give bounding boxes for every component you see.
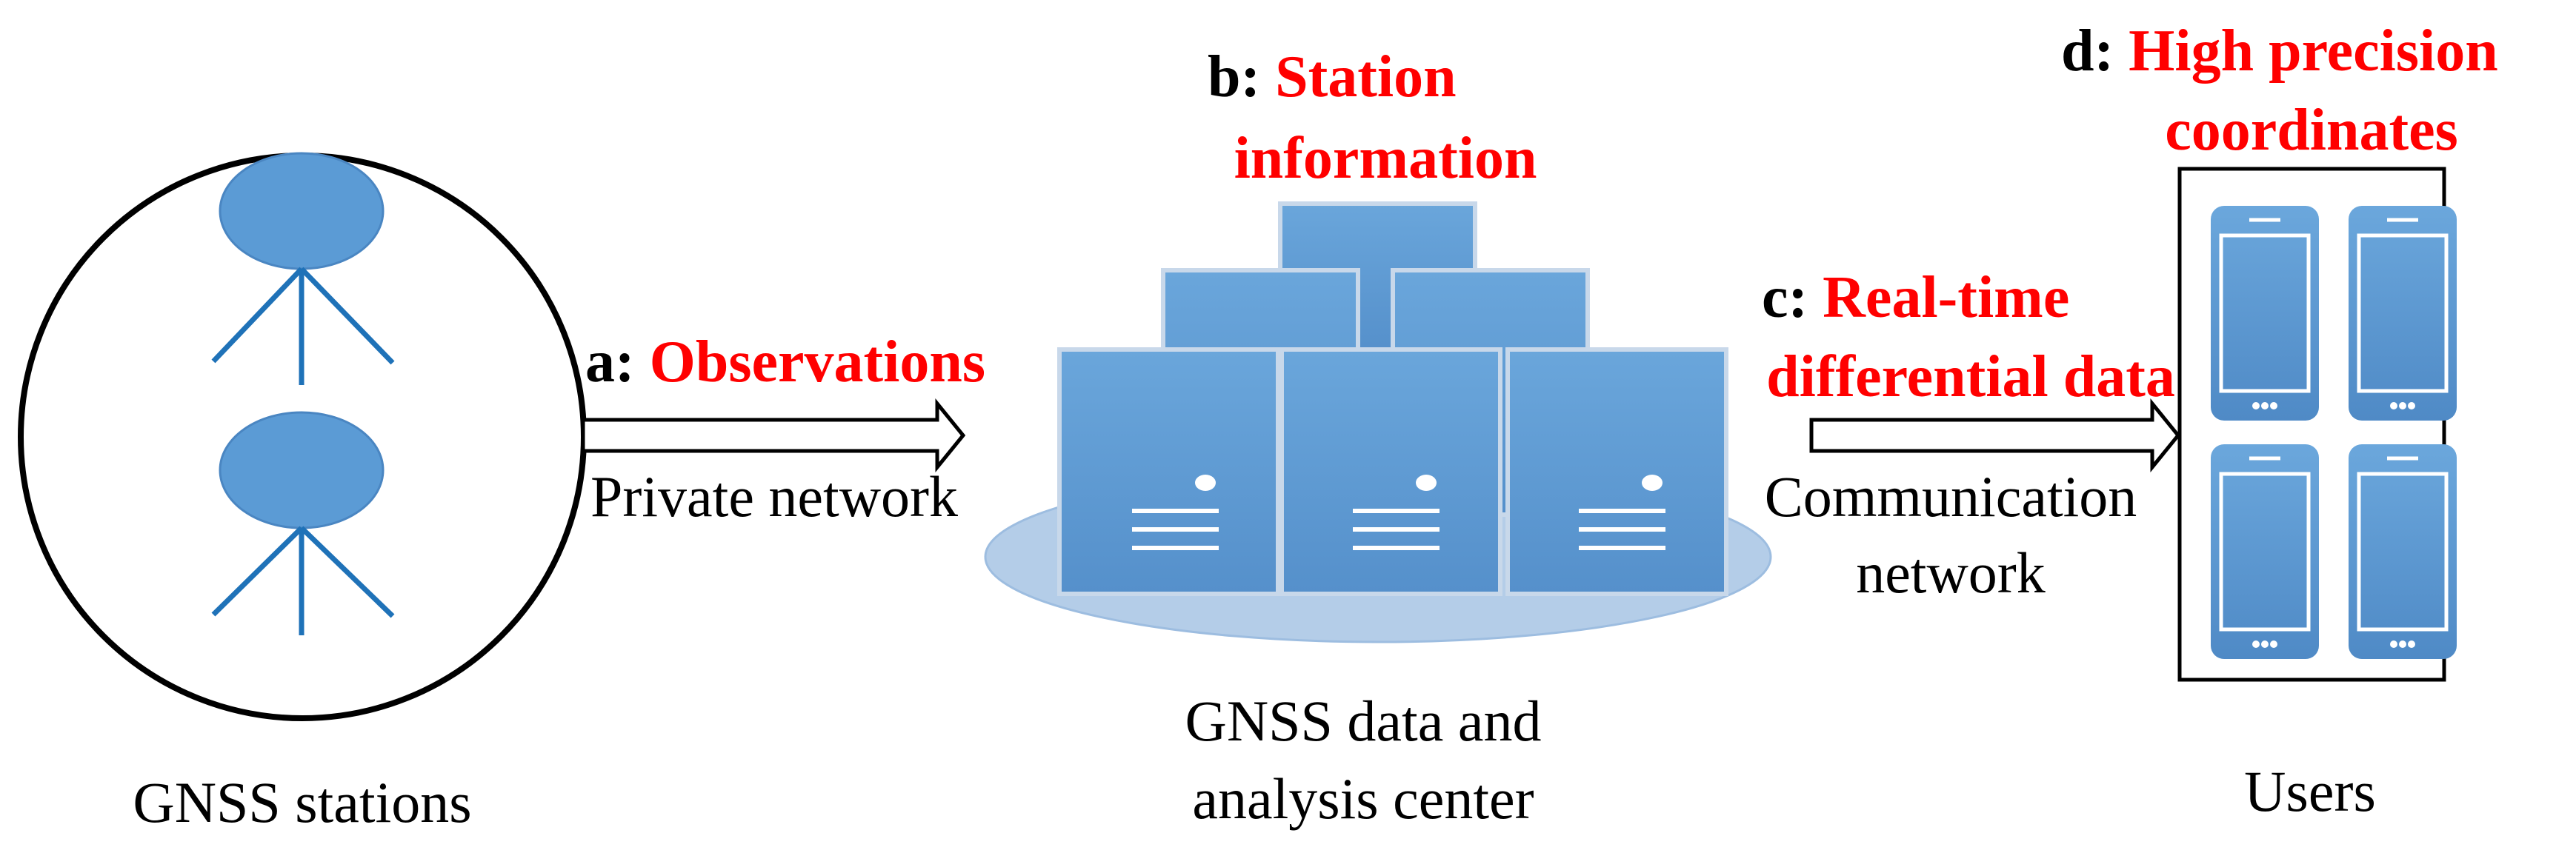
server-front-center [1279, 347, 1502, 596]
step-d-label: d:High precision coordinates [2061, 19, 2498, 163]
step-c-title-line1: c:Real-time [1762, 265, 2069, 330]
users-caption: Users [2244, 759, 2376, 823]
gnss-stations-group: GNSS stations [18, 152, 587, 834]
step-a-title: a:Observations [585, 330, 985, 395]
step-c-name-line2: differential data [1766, 344, 2175, 409]
center-caption-line1: GNSS data and [1185, 689, 1542, 753]
step-a-letter: a: [585, 330, 635, 395]
step-b-label: b:Station information [1208, 44, 1537, 191]
step-d-letter: d: [2061, 19, 2114, 84]
antenna-icon [211, 152, 395, 385]
arrow-right-icon [1809, 398, 2181, 473]
step-b-name-line2: information [1234, 126, 1537, 191]
step-a-name: Observations [650, 330, 985, 395]
step-c-name-line1: Real-time [1823, 265, 2069, 330]
smartphone-icon [2211, 206, 2319, 421]
arrow-a: a:Observations Private network [581, 330, 985, 529]
smartphone-icon [2349, 444, 2457, 659]
step-c-link-line2: network [1856, 541, 2046, 605]
stations-caption: GNSS stations [133, 770, 471, 834]
users-group: Users [2177, 167, 2457, 823]
arrow-right-icon [581, 398, 966, 473]
step-d-name-line2: coordinates [2165, 98, 2458, 163]
smartphone-icon [2349, 206, 2457, 421]
analysis-center-group: GNSS data and analysis center [984, 201, 1772, 831]
server-front-right [1505, 347, 1728, 596]
center-caption-line2: analysis center [1192, 766, 1534, 831]
step-c-link-line1: Communication [1765, 464, 2137, 529]
antenna-icon [211, 411, 395, 635]
server-front-left [1057, 347, 1280, 596]
smartphone-icon [2211, 444, 2319, 659]
step-a-link: Private network [590, 464, 958, 529]
step-b-name-line1: Station [1275, 44, 1457, 110]
step-b-letter: b: [1208, 44, 1260, 110]
step-c-letter: c: [1762, 265, 1808, 330]
step-d-name-line1: High precision [2129, 19, 2498, 84]
arrow-c: c:Real-time differential data Communicat… [1762, 265, 2181, 605]
step-b-title-line1: b:Station [1208, 44, 1457, 110]
step-d-title-line1: d:High precision [2061, 19, 2498, 84]
